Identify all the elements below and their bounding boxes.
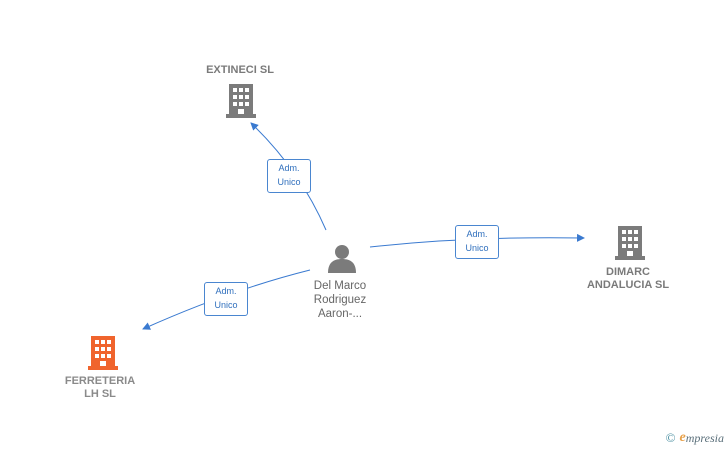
edge-role-line1: Adm. <box>215 286 237 296</box>
ferreteria-label[interactable]: FERRETERIA LH SL <box>50 375 150 401</box>
edge-role-line2: Unico <box>465 243 489 253</box>
edge-role-line2: Unico <box>214 300 238 310</box>
edge-role-dimarc[interactable]: Adm. Unico <box>455 225 499 259</box>
logo-initial: e <box>679 430 686 445</box>
ferreteria-label-line1: FERRETERIA <box>64 375 136 387</box>
dimarc-label-line2: ANDALUCIA SL <box>586 279 670 291</box>
extineci-label[interactable]: EXTINECI SL <box>206 64 274 76</box>
person-label-line2: Rodriguez <box>313 294 367 306</box>
extineci-building-icon[interactable] <box>226 84 256 118</box>
edge-role-line1: Adm. <box>278 163 300 173</box>
person-icon[interactable] <box>328 245 356 273</box>
edge-role-ferreteria[interactable]: Adm. Unico <box>204 282 248 316</box>
dimarc-building-icon[interactable] <box>615 226 645 260</box>
person-label[interactable]: Del Marco Rodriguez Aaron-... <box>290 279 390 321</box>
empresia-logo: © e mpresia <box>666 430 724 446</box>
copyright-symbol: © <box>665 430 676 445</box>
dimarc-label[interactable]: DIMARC ANDALUCIA SL <box>570 266 686 292</box>
ferreteria-building-icon[interactable] <box>88 336 118 370</box>
logo-text: mpresia <box>685 430 724 445</box>
person-label-line3: Aaron-... <box>317 308 363 320</box>
edge-role-line2: Unico <box>277 177 301 187</box>
ferreteria-label-line2: LH SL <box>84 388 116 400</box>
dimarc-label-line1: DIMARC <box>606 266 650 278</box>
edge-role-line1: Adm. <box>466 229 488 239</box>
person-label-line1: Del Marco <box>313 280 367 292</box>
edge-role-extineci[interactable]: Adm. Unico <box>267 159 311 193</box>
